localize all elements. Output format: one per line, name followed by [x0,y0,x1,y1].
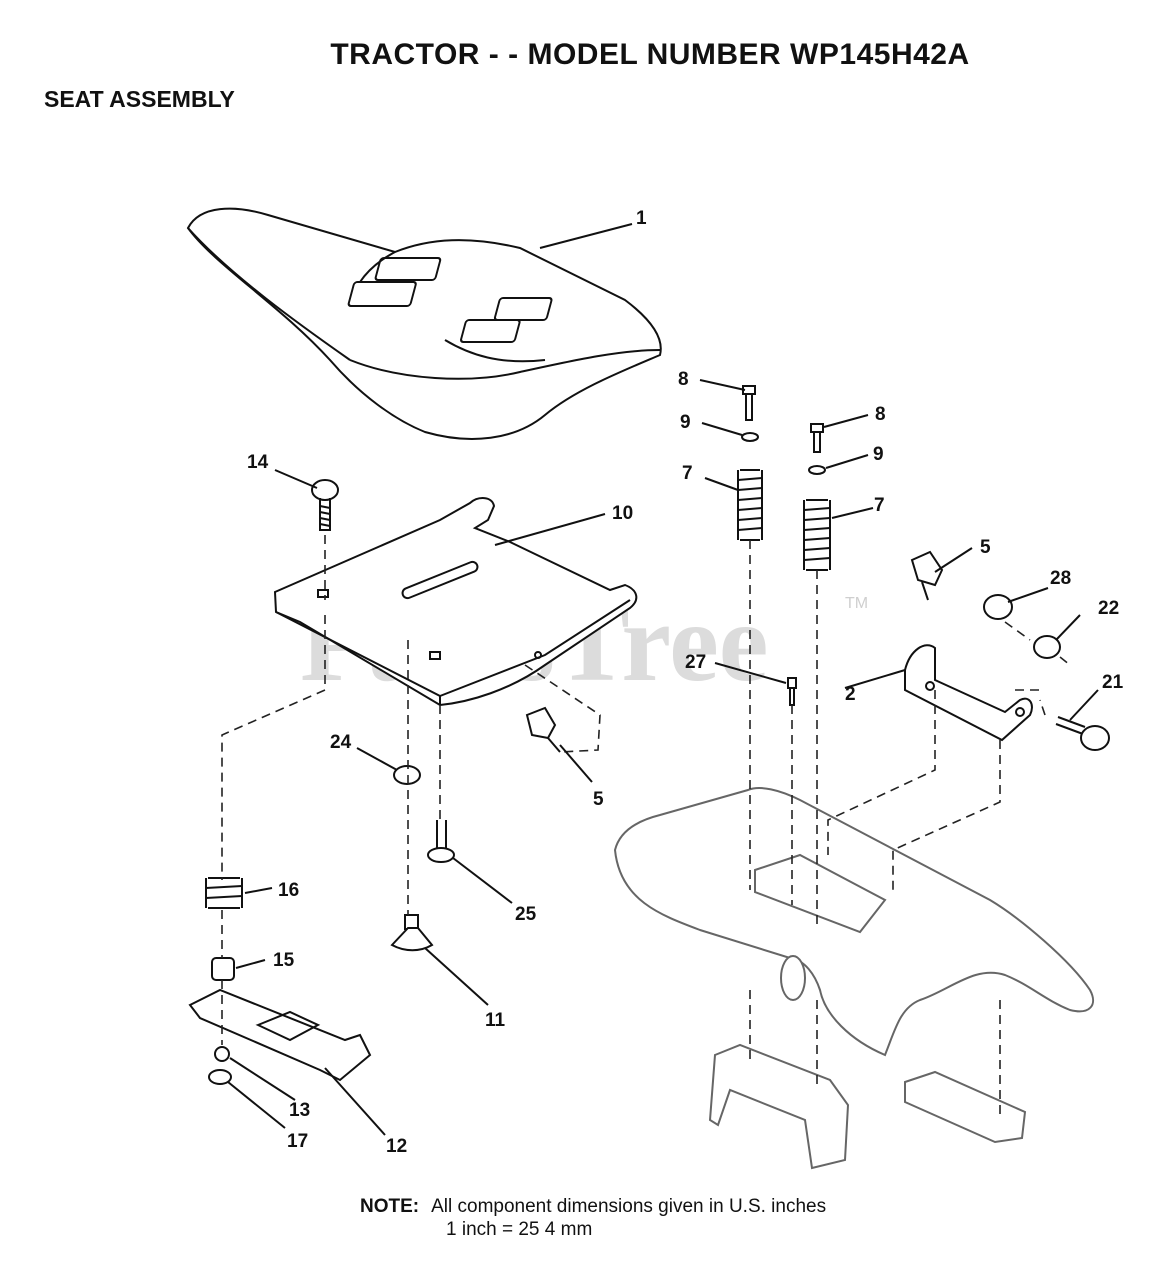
note-line-1: All component dimensions given in U.S. i… [431,1196,827,1217]
callout-7-left: 7 [682,463,693,484]
alignment-lines [221,535,1071,1120]
bolt-part-14 [311,479,339,531]
seat-pan-part [273,497,638,707]
callout-22: 22 [1098,598,1119,619]
bolt-part-8a [742,385,756,421]
callout-5-left: 5 [593,789,604,810]
bracket-part-2 [904,644,1033,742]
seat-part [186,207,662,440]
callout-21: 21 [1102,672,1124,693]
watermark-trademark: TM [845,595,868,612]
callout-11: 11 [485,1010,506,1031]
note-line-2: 1 inch = 25 4 mm [446,1219,593,1240]
callout-28: 28 [1050,568,1071,589]
callout-8-right: 8 [875,404,886,425]
callout-13: 13 [289,1100,310,1121]
note-label: NOTE: [360,1196,420,1217]
callout-12: 12 [386,1136,407,1157]
callout-2: 2 [845,684,856,705]
callout-9-right: 9 [873,444,884,465]
clip-part-5-left [525,706,561,753]
callout-25: 25 [515,904,537,925]
spring-part-7b [803,499,831,571]
callout-15: 15 [273,950,295,971]
callout-5-right: 5 [980,537,991,558]
nut-part-28 [983,594,1013,620]
section-title: SEAT ASSEMBLY [44,86,235,112]
callout-10: 10 [612,503,633,524]
washer-part-17 [208,1069,232,1085]
nut-part-22 [1033,635,1061,659]
callout-8-left: 8 [678,369,689,390]
plate-part-12 [188,988,372,1082]
clip-part-5-right [910,550,944,601]
dimension-note: NOTE: All component dimensions given in U… [360,1195,826,1241]
spring-part-16 [205,877,243,909]
washer-part-9b [808,465,826,475]
bushing-part-15 [211,957,235,981]
callouts: 1 2 5 5 7 7 8 8 9 9 10 11 12 13 14 15 16… [247,208,1124,1157]
leader-lines [227,223,1099,1136]
callout-1: 1 [636,208,647,229]
tractor-frame [613,787,1095,1170]
bolt-part-25 [427,820,455,863]
washer-part-24 [393,765,421,785]
washer-part-9a [741,432,759,442]
callout-27: 27 [685,652,706,673]
callout-16: 16 [278,880,299,901]
callout-14: 14 [247,452,269,473]
page-title: TRACTOR - - MODEL NUMBER WP145H42A [330,38,970,71]
bolt-part-21 [1055,716,1110,751]
knob-part-11 [390,914,434,952]
nut-part-13 [214,1046,230,1062]
pin-part-27 [787,677,797,706]
bolt-part-8b [810,423,824,453]
spring-part-7a [737,469,763,541]
callout-7-right: 7 [874,495,885,516]
callout-24: 24 [330,732,352,753]
callout-9-left: 9 [680,412,691,433]
callout-17: 17 [287,1131,308,1152]
